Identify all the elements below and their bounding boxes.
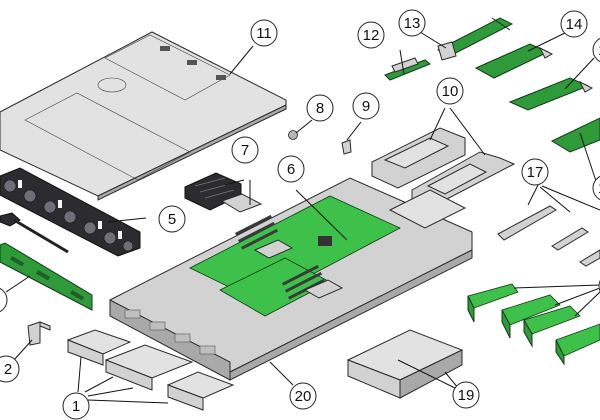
callout-2: 2 bbox=[0, 355, 20, 383]
callout-19: 19 bbox=[452, 381, 480, 409]
pcie-card-c bbox=[508, 77, 594, 111]
callout-9-label: 9 bbox=[362, 98, 370, 115]
callout-14: 14 bbox=[560, 10, 588, 38]
cable-handle bbox=[0, 212, 69, 254]
callout-19-label: 19 bbox=[458, 387, 475, 404]
fan-modules bbox=[0, 167, 141, 257]
callout-1: 1 bbox=[62, 392, 90, 420]
pcie-card-b bbox=[474, 43, 554, 79]
air-baffles bbox=[371, 127, 516, 206]
callout-10-label: 10 bbox=[442, 83, 459, 100]
callout-6-label: 6 bbox=[287, 161, 295, 178]
drive bbox=[104, 344, 194, 391]
usb-flash-drive bbox=[341, 139, 352, 155]
callout-11-label: 11 bbox=[256, 25, 272, 42]
callout-12: 12 bbox=[357, 21, 385, 49]
drive-backplane bbox=[0, 242, 93, 311]
drive bbox=[66, 329, 132, 366]
pcie-risers bbox=[497, 205, 600, 267]
drive bbox=[166, 371, 235, 411]
pcie-card-d bbox=[550, 117, 600, 153]
internal-module bbox=[384, 57, 431, 81]
callout-16: 1 bbox=[592, 175, 600, 201]
callout-11: 11 bbox=[250, 19, 278, 47]
callout-16-label: 1 bbox=[598, 180, 600, 197]
power-supplies bbox=[346, 329, 464, 399]
callout-1-label: 1 bbox=[72, 398, 80, 415]
pcie-card-a bbox=[436, 17, 514, 61]
callout-7: 7 bbox=[231, 136, 259, 164]
callout-13-label: 13 bbox=[404, 15, 421, 32]
top-cover bbox=[0, 31, 287, 201]
callout-5: 5 bbox=[158, 205, 186, 233]
callout-8-label: 8 bbox=[316, 100, 324, 117]
callout-15-label: 1 bbox=[598, 42, 600, 59]
callout-20-label: 20 bbox=[295, 388, 312, 405]
cover-vents bbox=[160, 46, 226, 80]
callout-5-label: 5 bbox=[168, 211, 176, 228]
callout-20: 20 bbox=[289, 382, 317, 410]
callout-2-label: 2 bbox=[4, 361, 12, 378]
callout-17-label: 17 bbox=[527, 164, 544, 181]
callout-10: 10 bbox=[436, 77, 464, 105]
callout-9: 9 bbox=[352, 92, 380, 120]
callout-17: 17 bbox=[521, 158, 549, 186]
leader-lines bbox=[5, 31, 600, 404]
callout-3 bbox=[0, 287, 8, 313]
dimms bbox=[467, 283, 600, 366]
processor bbox=[220, 193, 263, 213]
motherboard bbox=[189, 195, 401, 317]
callout-15: 1 bbox=[592, 37, 600, 63]
drives bbox=[66, 329, 235, 411]
drive-bracket bbox=[27, 321, 51, 346]
callout-8: 8 bbox=[306, 94, 334, 122]
callout-12-label: 12 bbox=[363, 27, 380, 44]
battery bbox=[288, 130, 298, 140]
callout-14-label: 14 bbox=[566, 16, 583, 33]
callout-6: 6 bbox=[277, 155, 305, 183]
callout-7-label: 7 bbox=[241, 142, 249, 159]
callout-13: 13 bbox=[398, 9, 426, 37]
